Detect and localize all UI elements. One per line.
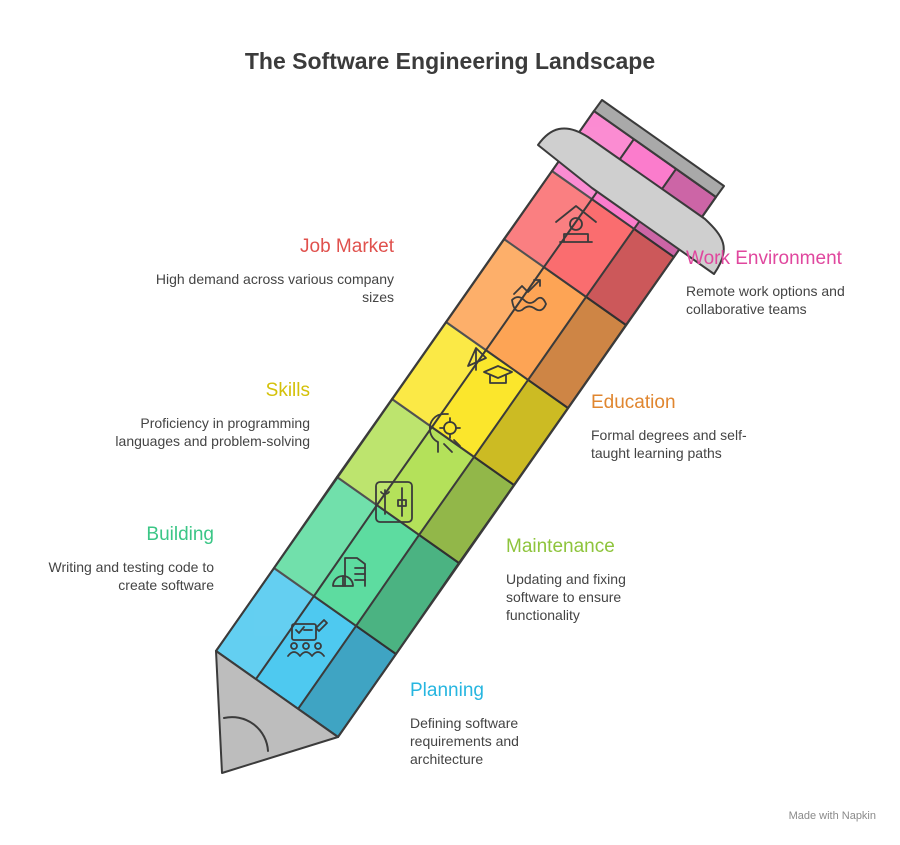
label-building-title: Building bbox=[146, 524, 214, 545]
label-building-desc: Writing and testing code to create softw… bbox=[48, 559, 214, 593]
label-maintenance: Maintenance Updating and fixing software… bbox=[506, 536, 656, 624]
label-planning: Planning Defining software requirements … bbox=[410, 680, 550, 768]
label-work-environment: Work Environment Remote work options and… bbox=[686, 248, 876, 318]
pencil-eraser bbox=[537, 127, 725, 275]
label-job-market-desc: High demand across various company sizes bbox=[155, 271, 394, 305]
label-skills-desc: Proficiency in programming languages and… bbox=[115, 415, 310, 449]
label-planning-desc: Defining software requirements and archi… bbox=[410, 715, 519, 767]
napkin-credit[interactable]: Made with Napkin bbox=[788, 810, 876, 822]
label-maintenance-desc: Updating and fixing software to ensure f… bbox=[506, 571, 626, 623]
label-education-title: Education bbox=[591, 392, 676, 413]
page-title: The Software Engineering Landscape bbox=[244, 48, 656, 74]
home-office-icon bbox=[555, 205, 597, 243]
pencil-tip bbox=[215, 650, 339, 774]
graduation-cap-icon bbox=[467, 347, 513, 384]
head-gear-icon bbox=[428, 413, 461, 453]
label-job-market: Job Market High demand across various co… bbox=[134, 236, 394, 306]
trend-arrow-icon bbox=[511, 279, 547, 312]
construction-icon bbox=[332, 557, 366, 587]
label-skills: Skills Proficiency in programming langua… bbox=[110, 380, 310, 450]
label-work-environment-title: Work Environment bbox=[686, 248, 842, 269]
wrench-settings-icon bbox=[375, 481, 413, 523]
pencil-ferrule bbox=[593, 99, 725, 198]
label-job-market-title: Job Market bbox=[300, 236, 394, 257]
label-work-environment-desc: Remote work options and collaborative te… bbox=[686, 283, 845, 317]
label-education-desc: Formal degrees and self-taught learning … bbox=[591, 427, 747, 461]
label-maintenance-title: Maintenance bbox=[506, 536, 615, 557]
label-planning-title: Planning bbox=[410, 680, 484, 701]
label-building: Building Writing and testing code to cre… bbox=[14, 524, 214, 594]
label-education: Education Formal degrees and self-taught… bbox=[591, 392, 771, 462]
team-plan-icon bbox=[287, 619, 328, 657]
label-skills-title: Skills bbox=[265, 380, 310, 401]
